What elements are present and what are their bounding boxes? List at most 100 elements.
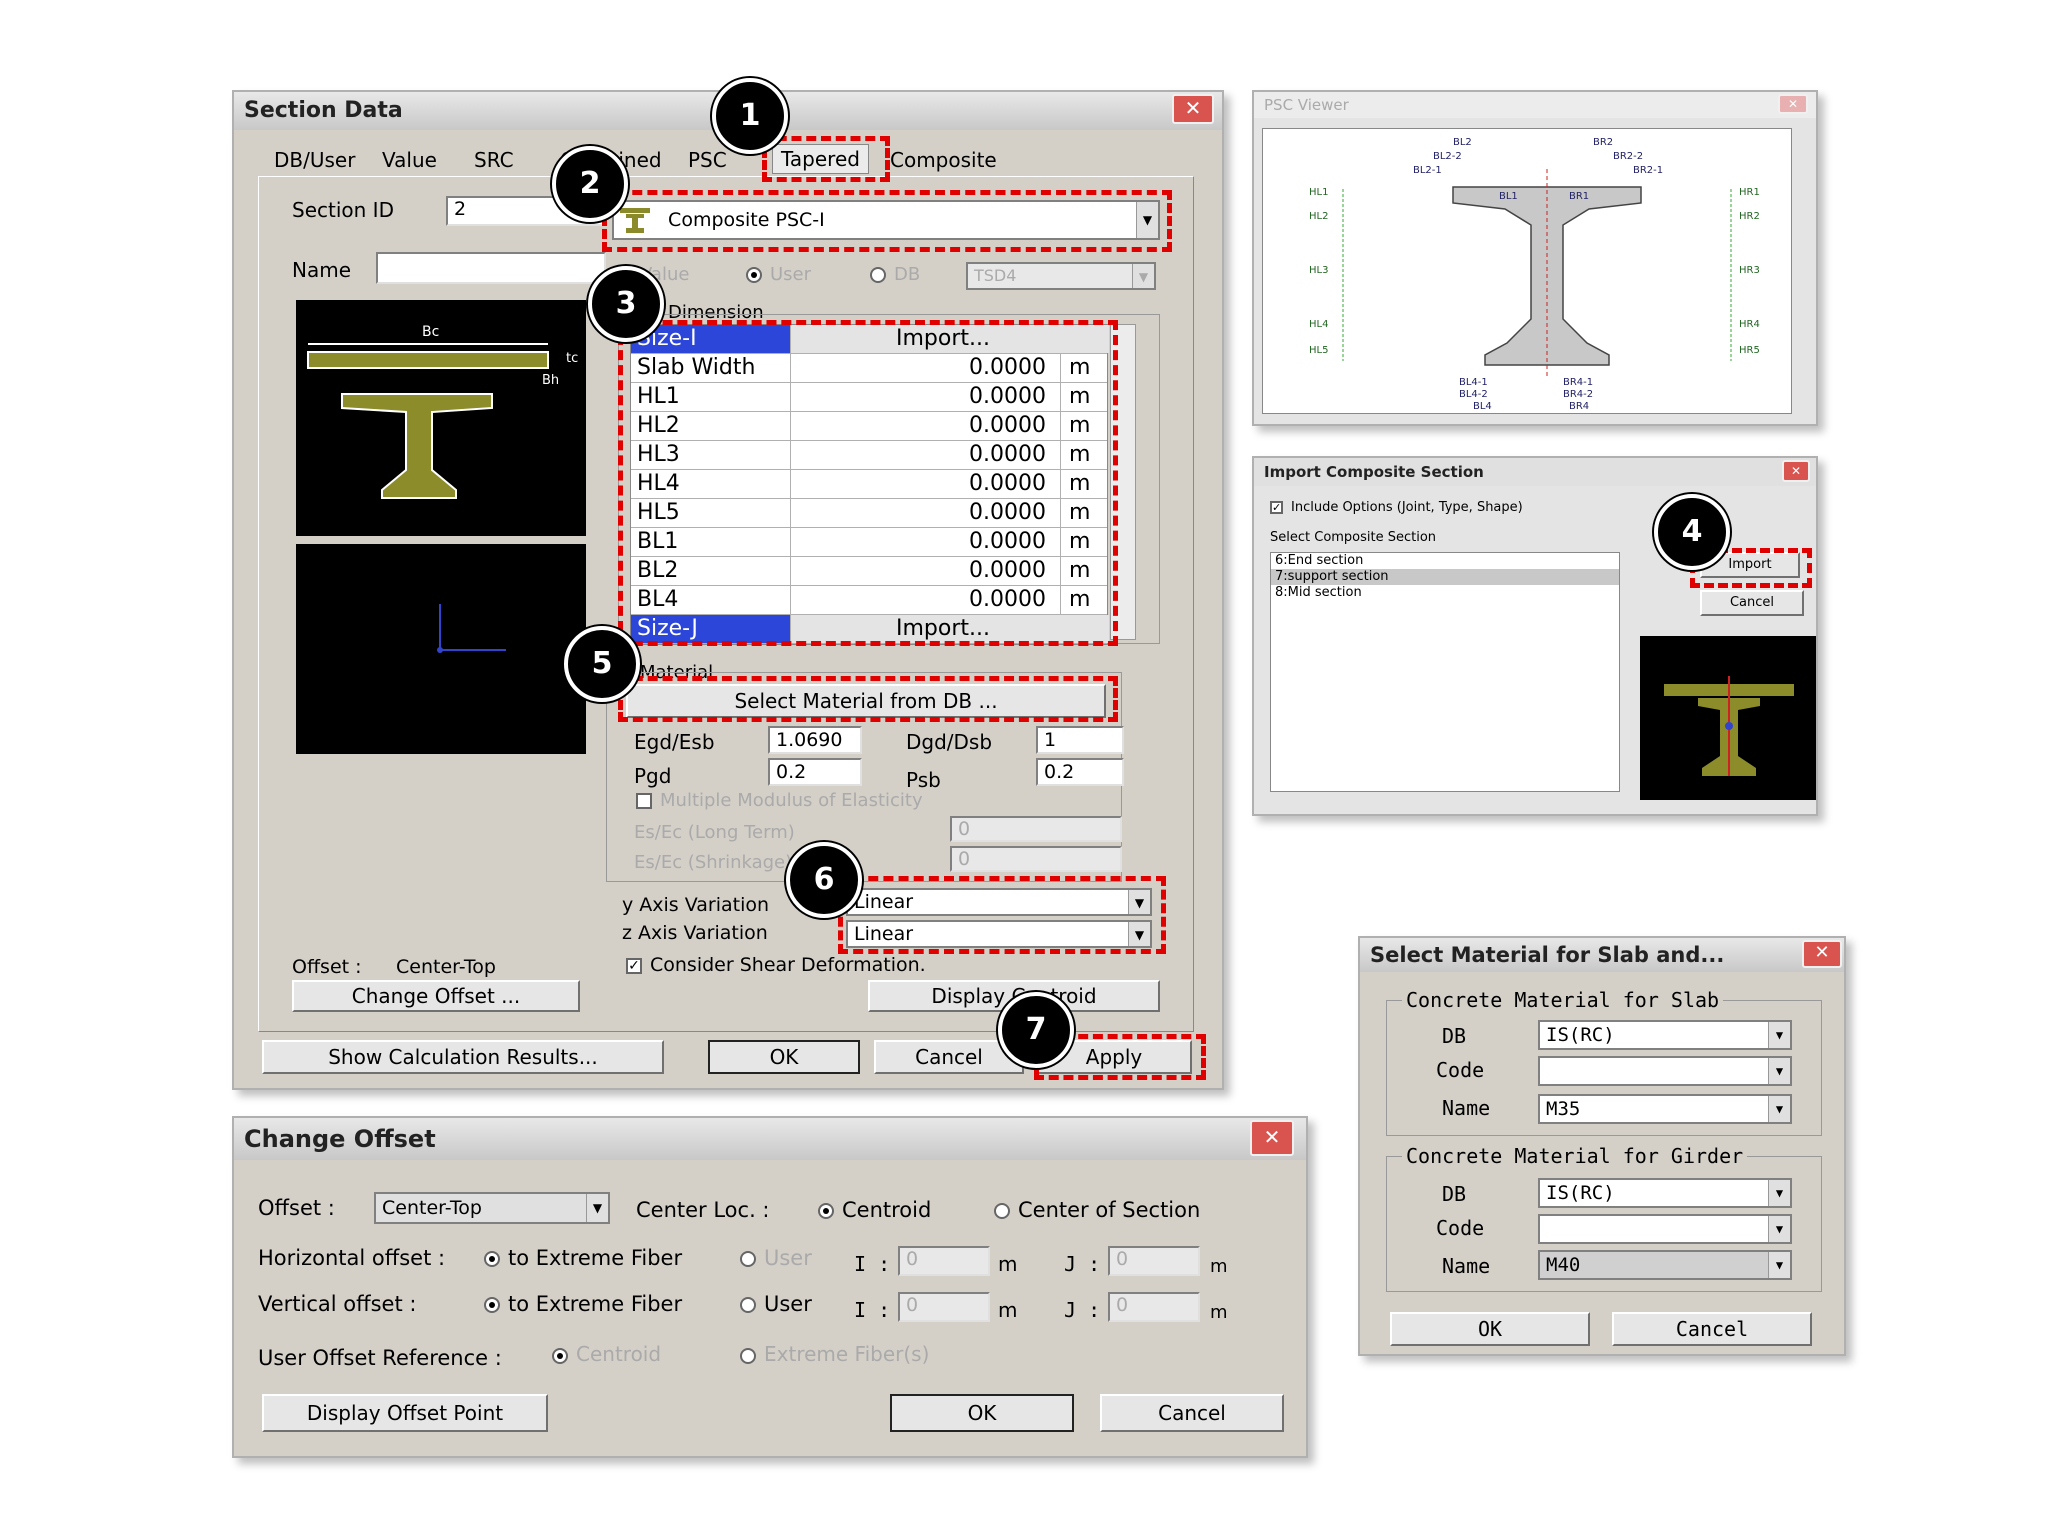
chevron-down-icon[interactable]: ▼ bbox=[1768, 1058, 1790, 1084]
grid-scrollbar[interactable] bbox=[1110, 324, 1136, 640]
psb-field[interactable]: 0.2 bbox=[1036, 758, 1124, 786]
chevron-down-icon[interactable]: ▼ bbox=[1128, 922, 1150, 946]
dgd-dsb-field[interactable]: 1 bbox=[1036, 726, 1124, 754]
grid-import-button[interactable]: Import... bbox=[791, 325, 1109, 353]
chevron-down-icon[interactable]: ▼ bbox=[1768, 1022, 1790, 1048]
grid-row-name: HL5 bbox=[631, 499, 791, 527]
import-cancel-button[interactable]: Cancel bbox=[1700, 590, 1804, 616]
grid-row-value[interactable]: 0.0000 bbox=[791, 383, 1061, 411]
tab-composite[interactable]: Composite bbox=[890, 148, 997, 172]
include-options-checkbox[interactable]: ✓Include Options (Joint, Type, Shape) bbox=[1270, 500, 1523, 515]
slab-db-dropdown[interactable]: IS(RC)▼ bbox=[1538, 1020, 1792, 1050]
vertical-i-label: I : bbox=[854, 1298, 891, 1322]
center-loc-label: Center Loc. : bbox=[636, 1198, 770, 1222]
grid-row-value[interactable]: 0.0000 bbox=[791, 412, 1061, 440]
co-offset-dropdown[interactable]: Center-Top▼ bbox=[374, 1192, 610, 1224]
chevron-down-icon[interactable]: ▼ bbox=[1768, 1180, 1790, 1206]
tab-value[interactable]: Value bbox=[382, 148, 437, 172]
horizontal-i-field[interactable]: 0 bbox=[898, 1246, 990, 1276]
bc-label: Bc bbox=[422, 324, 439, 340]
grid-row-value[interactable]: 0.0000 bbox=[791, 557, 1061, 585]
y-axis-dropdown[interactable]: Linear▼ bbox=[846, 888, 1152, 916]
grid-import-button[interactable]: Import... bbox=[791, 615, 1109, 643]
centroid-radio[interactable]: Centroid bbox=[818, 1198, 931, 1222]
vertical-j-field[interactable]: 0 bbox=[1108, 1292, 1200, 1322]
chevron-down-icon[interactable]: ▼ bbox=[1768, 1216, 1790, 1242]
co-ok-button[interactable]: OK bbox=[890, 1394, 1074, 1432]
chevron-down-icon[interactable]: ▼ bbox=[1768, 1096, 1790, 1122]
chevron-down-icon[interactable]: ▼ bbox=[586, 1194, 608, 1222]
material-cancel-button[interactable]: Cancel bbox=[1612, 1312, 1812, 1346]
chevron-down-icon[interactable]: ▼ bbox=[1132, 264, 1154, 288]
display-offset-point-button[interactable]: Display Offset Point bbox=[262, 1394, 548, 1432]
ref-centroid-radio[interactable]: Centroid bbox=[552, 1342, 661, 1366]
list-item[interactable]: 6:End section bbox=[1275, 553, 1364, 568]
grid-row-value[interactable]: 0.0000 bbox=[791, 441, 1061, 469]
source-user-radio[interactable]: User bbox=[746, 264, 811, 285]
grid-row-value[interactable]: 0.0000 bbox=[791, 354, 1061, 382]
source-db-dropdown[interactable]: TSD4▼ bbox=[966, 262, 1156, 290]
girder-name-dropdown[interactable]: M40▼ bbox=[1538, 1250, 1792, 1280]
slab-code-dropdown[interactable]: ▼ bbox=[1538, 1056, 1792, 1086]
ok-button[interactable]: OK bbox=[708, 1040, 860, 1074]
center-of-section-radio[interactable]: Center of Section bbox=[994, 1198, 1200, 1222]
vertical-extreme-radio[interactable]: to Extreme Fiber bbox=[484, 1292, 682, 1316]
change-offset-button[interactable]: Change Offset ... bbox=[292, 980, 580, 1012]
girder-code-dropdown[interactable]: ▼ bbox=[1538, 1214, 1792, 1244]
close-icon[interactable]: ✕ bbox=[1250, 1120, 1294, 1156]
chevron-down-icon[interactable]: ▼ bbox=[1128, 890, 1150, 914]
grid-row-value[interactable]: 0.0000 bbox=[791, 528, 1061, 556]
horizontal-user-radio[interactable]: User bbox=[740, 1246, 812, 1270]
grid-row-value[interactable]: 0.0000 bbox=[791, 586, 1061, 614]
close-icon[interactable]: ✕ bbox=[1782, 460, 1810, 482]
close-icon[interactable]: ✕ bbox=[1778, 94, 1808, 114]
source-db-radio[interactable]: DB bbox=[870, 264, 920, 285]
chevron-down-icon[interactable]: ▼ bbox=[1136, 202, 1158, 238]
z-axis-dropdown[interactable]: Linear▼ bbox=[846, 920, 1152, 948]
list-item[interactable]: 8:Mid section bbox=[1275, 585, 1362, 600]
es-ec-shrink-field[interactable]: 0 bbox=[950, 846, 1122, 872]
ref-extreme-radio[interactable]: Extreme Fiber(s) bbox=[740, 1342, 929, 1366]
grid-row-value[interactable]: 0.0000 bbox=[791, 499, 1061, 527]
section-type-dropdown[interactable]: Composite PSC-I ▼ bbox=[612, 200, 1160, 240]
tab-src[interactable]: SRC bbox=[474, 148, 514, 172]
vertical-i-field[interactable]: 0 bbox=[898, 1292, 990, 1322]
multiple-modulus-checkbox[interactable]: Multiple Modulus of Elasticity bbox=[636, 790, 923, 811]
close-icon[interactable]: ✕ bbox=[1802, 940, 1842, 968]
horizontal-extreme-radio[interactable]: to Extreme Fiber bbox=[484, 1246, 682, 1270]
name-field[interactable] bbox=[376, 252, 606, 284]
shear-deformation-checkbox[interactable]: ✓Consider Shear Deformation. bbox=[626, 954, 926, 976]
select-material-button[interactable]: Select Material from DB ... bbox=[626, 684, 1106, 718]
tab-tapered[interactable]: Tapered bbox=[772, 144, 869, 174]
vertical-i-unit: m bbox=[998, 1298, 1018, 1322]
list-item[interactable]: 7:support section bbox=[1271, 569, 1619, 585]
horizontal-j-field[interactable]: 0 bbox=[1108, 1246, 1200, 1276]
tab-psc[interactable]: PSC bbox=[688, 148, 727, 172]
grid-row-value[interactable]: 0.0000 bbox=[791, 470, 1061, 498]
show-calculation-button[interactable]: Show Calculation Results... bbox=[262, 1040, 664, 1074]
girder-db-dropdown[interactable]: IS(RC)▼ bbox=[1538, 1178, 1792, 1208]
vertical-user-radio[interactable]: User bbox=[740, 1292, 812, 1316]
slab-name-dropdown[interactable]: M35▼ bbox=[1538, 1094, 1792, 1124]
pgd-field[interactable]: 0.2 bbox=[768, 758, 862, 786]
tab-db-user[interactable]: DB/User bbox=[274, 148, 356, 172]
close-icon[interactable]: ✕ bbox=[1172, 94, 1214, 124]
egd-esb-field[interactable]: 1.0690 bbox=[768, 726, 862, 754]
co-cancel-button[interactable]: Cancel bbox=[1100, 1394, 1284, 1432]
material-ok-button[interactable]: OK bbox=[1390, 1312, 1590, 1346]
chevron-down-icon[interactable]: ▼ bbox=[1768, 1252, 1790, 1278]
es-ec-long-field[interactable]: 0 bbox=[950, 816, 1122, 842]
